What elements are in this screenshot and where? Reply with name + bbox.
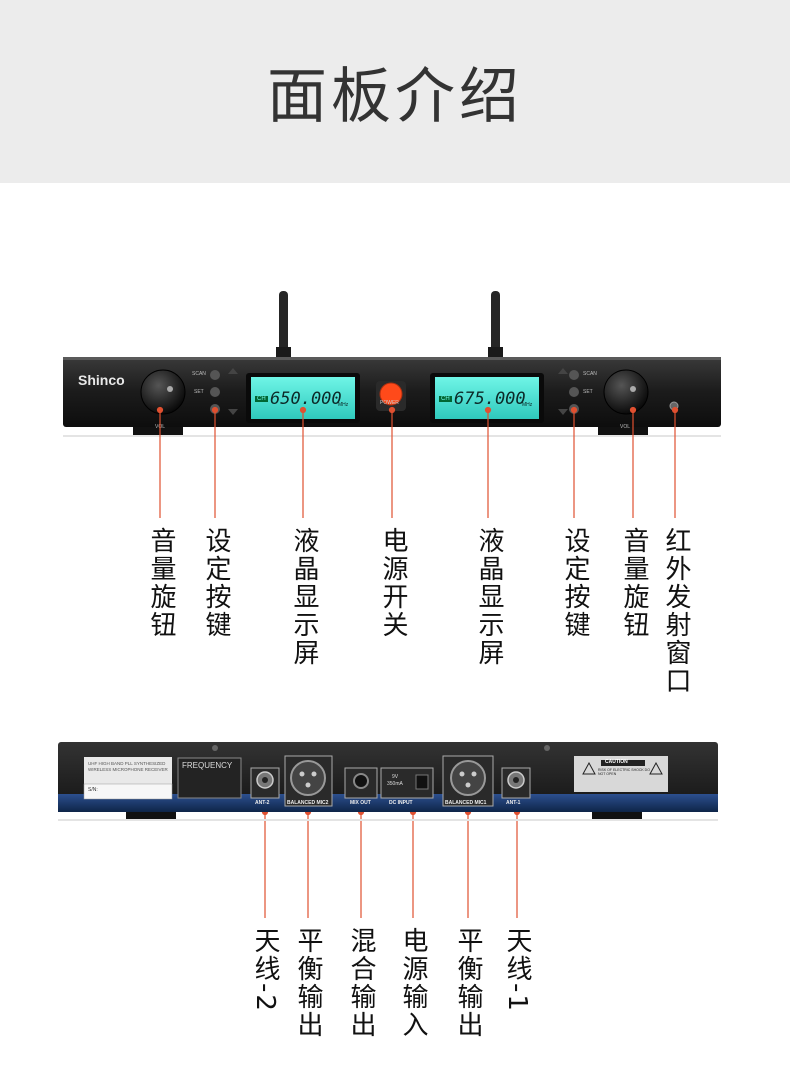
lcd-left-unit: MHz [338,402,349,408]
rear-panel-illustration [58,742,718,821]
callout-dc-in: 电源输入 [398,927,428,1039]
lcd-left-freq: 650.000 [270,389,342,409]
callout-lcd-left: 液晶显示屏 [289,527,319,667]
power-switch [379,382,403,406]
lcd-right-ch: CH [439,396,452,402]
caution-title: CAUTION [605,759,628,765]
front-panel-illustration [63,291,721,437]
ant2-label: ANT-2 [255,800,270,806]
callout-vol-knob-right: 音量旋钮 [619,527,649,639]
callout-lcd-right: 液晶显示屏 [474,527,504,667]
antenna-left [279,291,288,359]
ant1-label: ANT-1 [506,800,521,806]
lcd-right-unit: MHz [522,402,533,408]
dc-rating: 9V [392,774,399,780]
callout-bal-out-2: 平衡输出 [293,927,323,1039]
mix-out-jack [353,773,369,789]
dc-input-jack [415,774,429,790]
vol-label-right: VOL [620,424,631,430]
page-title: 面板介绍 [267,62,523,132]
set-label-right: SET [583,389,593,395]
mic2-label: BALANCED MIC2 [287,800,329,806]
mic1-label: BALANCED MIC1 [445,800,487,806]
vol-knob-right [603,369,649,415]
xlr-mic1 [450,760,486,796]
sticker-line-2: WIRELESS MICROPHONE RECEIVER [88,767,168,773]
mix-out-label: MIX OUT [350,800,371,806]
dc-input-label: DC INPUT [389,800,413,806]
warning-triangle-icon-2 [649,761,663,775]
frequency-box [177,757,242,799]
xlr-mic2 [290,760,326,796]
callout-ant1: 天线-1 [502,927,532,1013]
callout-ir-window: 红外发射窗口 [661,527,691,695]
caution-sub: RISK OF ELECTRIC SHOCK DO NOT OPEN [598,768,650,776]
callout-power-switch: 电源开关 [378,527,408,639]
frequency-label: FREQUENCY [182,761,233,770]
callout-bal-out-1: 平衡输出 [453,927,483,1039]
header-band: 面板介绍 [0,0,790,183]
callout-set-button-left: 设定按键 [201,527,231,639]
callout-vol-knob-left: 音量旋钮 [146,527,176,639]
power-label: POWER [380,400,399,406]
brand-logo: Shinco [78,372,125,388]
set-label-left: SET [194,389,204,395]
sticker-text: UHF HIGH BAND PLL SYNTHESIZED WIRELESS M… [88,761,168,774]
callout-mix-out: 混合输出 [346,927,376,1039]
lcd-left-ch: CH [255,396,268,402]
antenna-right [491,291,500,359]
sn-label: S/N: [88,787,98,793]
callout-set-button-right: 设定按键 [560,527,590,639]
vol-knob-left [140,369,186,415]
sticker-line-1: UHF HIGH BAND PLL SYNTHESIZED [88,761,166,766]
warning-triangle-icon [582,761,596,775]
lcd-right-freq: 675.000 [454,389,526,409]
scan-label-left: SCAN [192,371,206,377]
scan-label-right: SCAN [583,371,597,377]
dc-current: 350mA [387,781,403,787]
callout-ant2: 天线-2 [250,927,280,1013]
